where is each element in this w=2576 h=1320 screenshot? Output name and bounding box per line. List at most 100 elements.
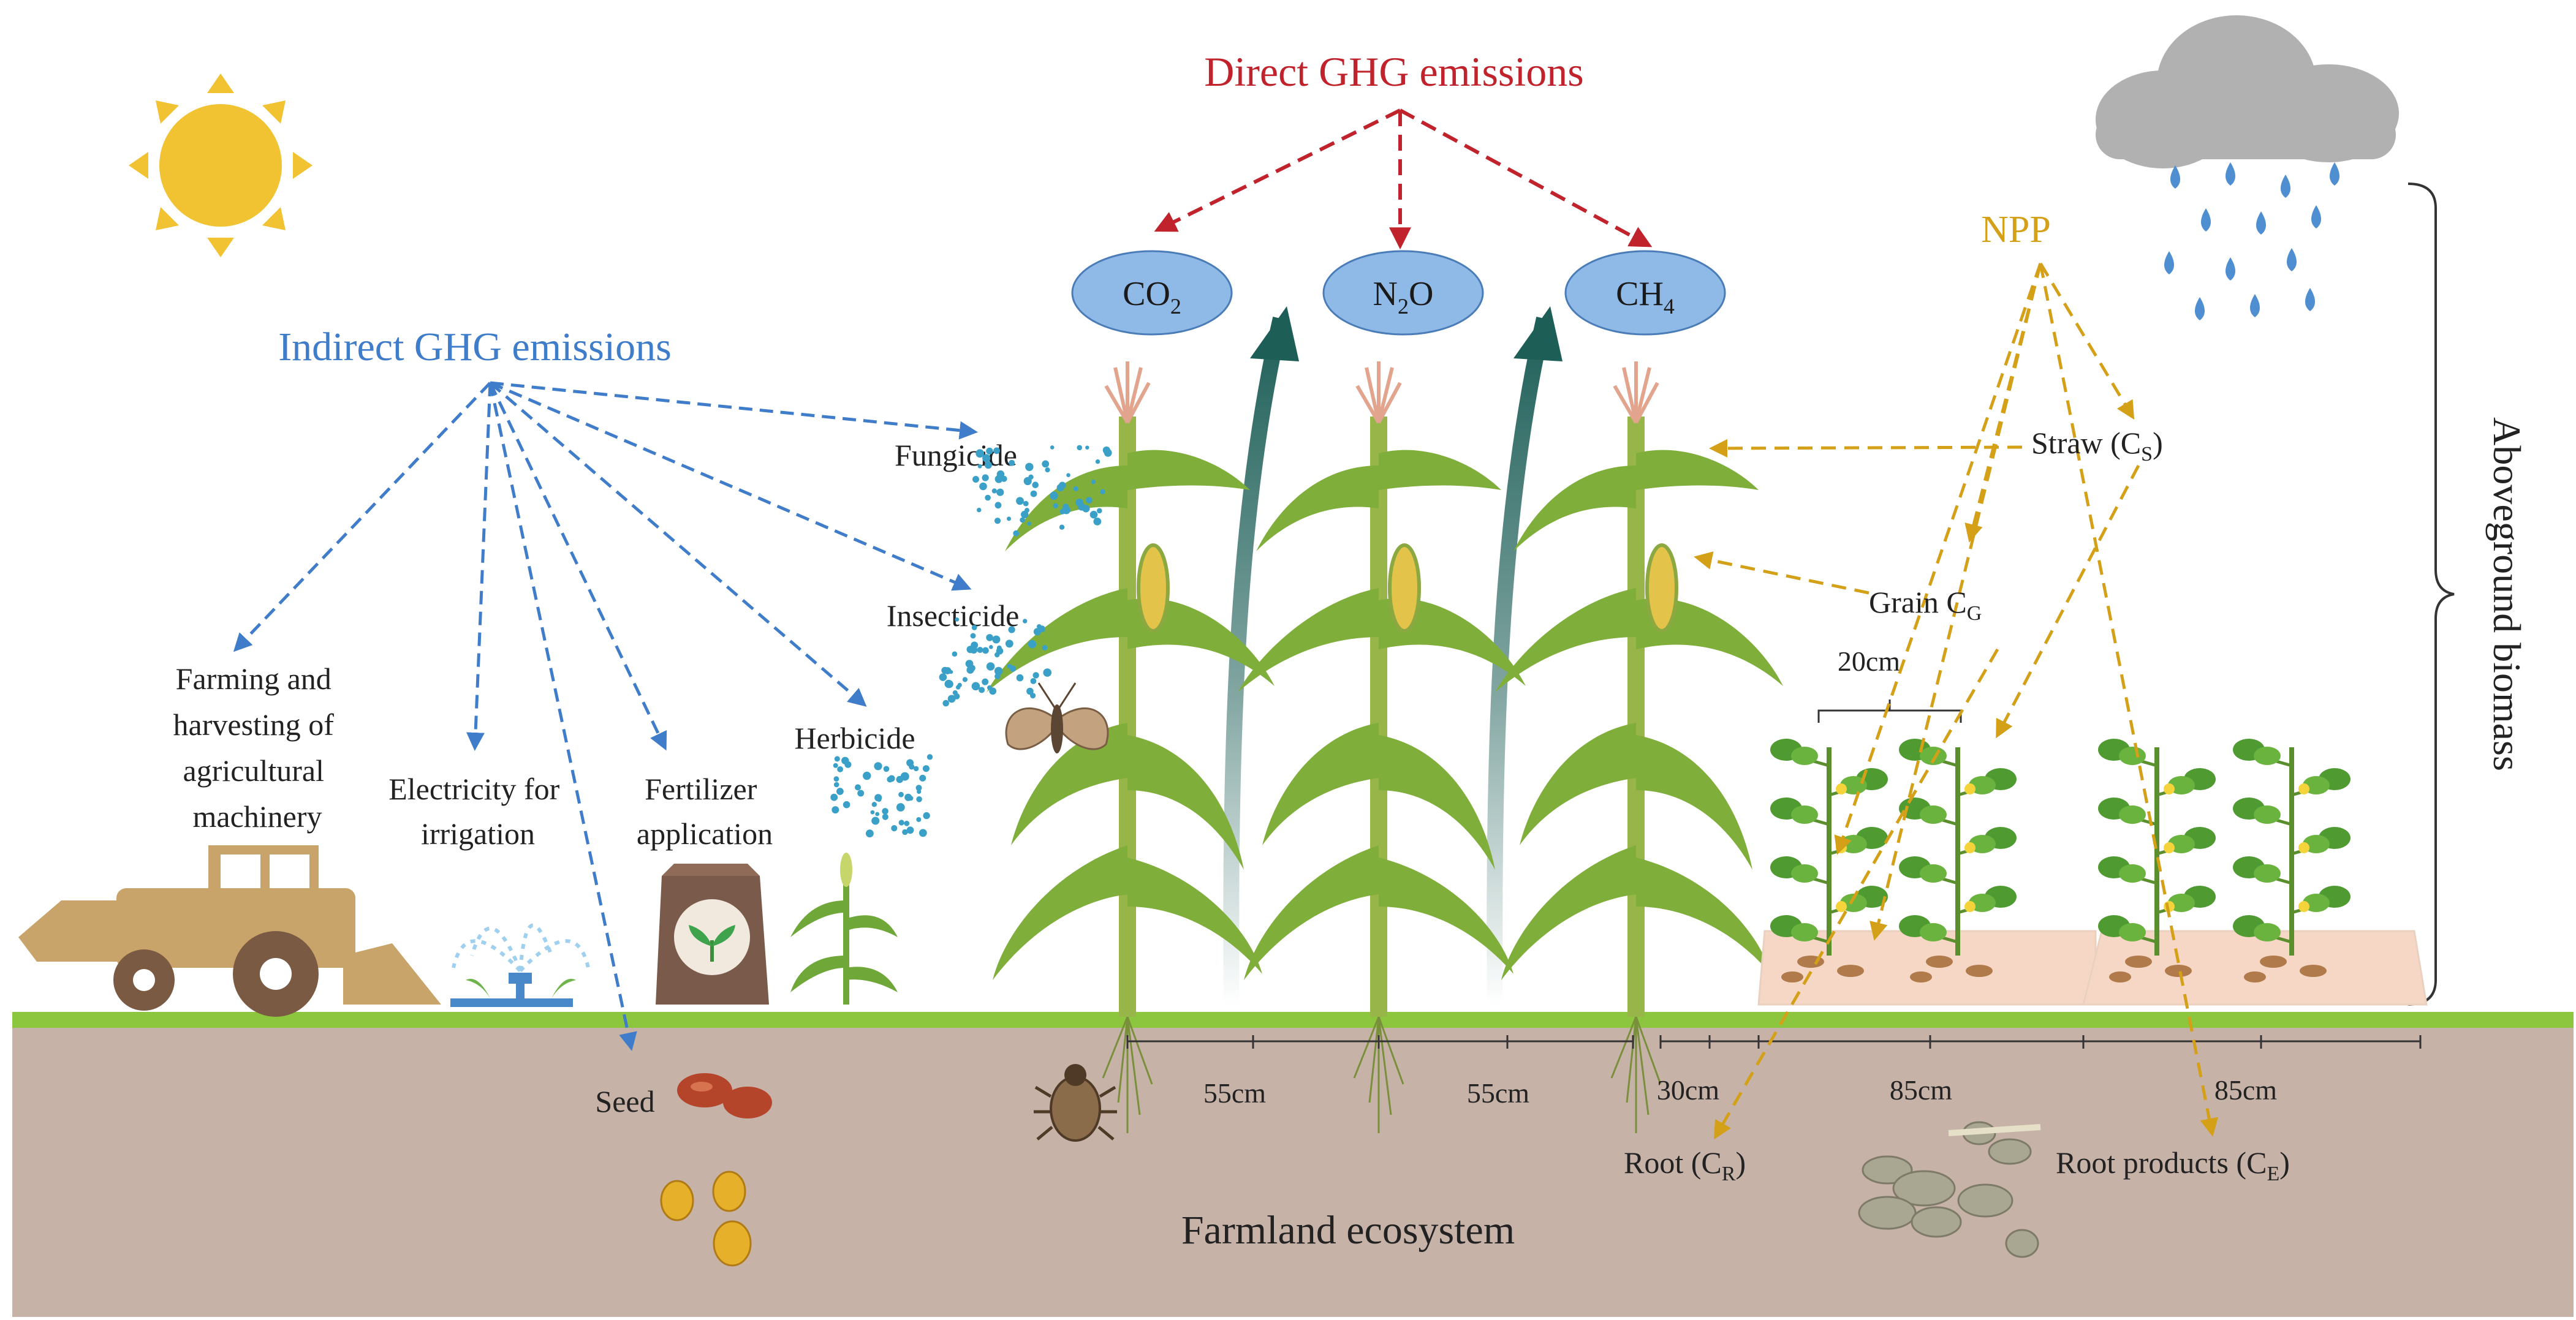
spray-dot <box>942 700 949 707</box>
spray-dot <box>993 447 1000 454</box>
spray-dot <box>841 756 849 765</box>
corn-seed-icon <box>660 1171 752 1267</box>
peanut-plant <box>2233 739 2351 982</box>
spray-dot <box>1095 459 1100 464</box>
spray-dot <box>870 810 875 815</box>
spray-dot <box>1032 672 1039 679</box>
maize-plant-2 <box>1238 361 1526 1133</box>
gas-ch4-bubble: CH4 <box>1564 250 1726 336</box>
indirect-ghg-title: Indirect GHG emissions <box>278 325 672 369</box>
spray-dot <box>898 791 904 798</box>
spray-dot <box>830 793 838 801</box>
spray-dot <box>1039 625 1045 633</box>
spray-dot <box>833 763 838 768</box>
spray-dot <box>979 687 985 693</box>
spray-dot <box>891 825 898 832</box>
peanut-gap-label: 20cm <box>1838 646 1900 677</box>
spray-dot <box>832 806 839 814</box>
spray-dot <box>955 617 960 622</box>
spray-dot <box>1058 481 1066 489</box>
row-spacing-dimensions <box>1126 700 2422 1049</box>
spray-dot <box>1030 693 1036 699</box>
spray-dot <box>1007 663 1012 669</box>
root-label: Root (CR) <box>1624 1145 1746 1185</box>
spray-dot <box>1077 445 1082 451</box>
spray-dot <box>947 695 956 703</box>
spray-dot <box>994 666 1003 676</box>
root-products-icon <box>1858 1121 2041 1258</box>
spray-dot <box>1089 510 1098 519</box>
biomass-bracket <box>2407 183 2455 1006</box>
spray-dot <box>996 645 1002 651</box>
spray-dot <box>1009 459 1015 466</box>
npp-arrows <box>1694 262 2219 1140</box>
spray-dot <box>970 633 976 639</box>
spacing-label-5: 85cm <box>2214 1074 2277 1106</box>
beetle-icon <box>1034 1064 1117 1142</box>
spray-dot <box>1086 497 1093 503</box>
spray-dot <box>1042 460 1050 468</box>
tractor-icon <box>18 845 441 1017</box>
spray-dot <box>1007 516 1011 521</box>
fertilizer-bag-icon <box>656 864 769 1005</box>
spray-dot <box>857 790 865 797</box>
spray-dot <box>986 662 995 671</box>
spray-dot <box>917 789 922 794</box>
spray-dot <box>1059 524 1065 530</box>
spray-dot <box>915 785 922 791</box>
spray-dot <box>1023 477 1032 486</box>
spray-dot <box>1016 497 1024 505</box>
spray-dot <box>1063 503 1069 510</box>
spray-dot <box>919 774 926 782</box>
spray-dot <box>984 461 992 469</box>
spray-dot <box>1008 626 1015 633</box>
spray-dot <box>1050 491 1058 500</box>
peanut-seed-icon <box>677 1073 772 1118</box>
fungicide-label: Fungicide <box>895 438 1017 472</box>
spray-dot <box>871 802 877 807</box>
spray-dot <box>1042 645 1048 651</box>
spray-dot <box>944 679 953 688</box>
root-products-label: Root products (CE) <box>2056 1145 2290 1185</box>
spray-dot <box>989 645 993 649</box>
gas-n2o-bubble: N2O <box>1322 250 1484 336</box>
gas-co2-bubble: CO2 <box>1071 250 1233 336</box>
rising-emission-arrow-2 <box>1487 317 1552 1005</box>
peanut-bed-1 <box>1757 930 2097 1006</box>
spray-dot <box>902 829 908 835</box>
spray-dot <box>833 782 839 788</box>
spray-dot <box>855 784 861 791</box>
spacing-label-3: 30cm <box>1657 1074 1719 1106</box>
spray-dot <box>1020 517 1025 523</box>
spray-dot <box>979 482 987 491</box>
spray-dot <box>843 801 850 809</box>
spray-dot <box>836 788 844 795</box>
electricity-label: Electricity for irrigation <box>388 772 567 851</box>
spray-dot <box>926 754 933 760</box>
spray-dot <box>875 812 880 817</box>
peanut-bed-2 <box>2082 930 2428 1006</box>
spray-dot <box>972 476 979 483</box>
spray-dot <box>900 772 909 781</box>
spray-dot <box>896 803 905 812</box>
spray-dot <box>1050 445 1055 450</box>
spray-dot <box>1028 639 1037 649</box>
farmland-ecosystem-label: Farmland ecosystem <box>1181 1208 1515 1253</box>
spray-dot <box>1091 479 1096 485</box>
insecticide-label: Insecticide <box>887 598 1020 633</box>
spray-dot <box>994 652 1000 658</box>
spray-dot <box>1076 500 1080 505</box>
spray-dot <box>966 646 974 654</box>
spray-dot <box>837 766 843 772</box>
spray-dot <box>992 635 1001 644</box>
aboveground-biomass-label: Aboveground biomass <box>2485 417 2529 771</box>
spacing-label-2: 55cm <box>1467 1077 1529 1109</box>
spray-dot <box>888 775 895 782</box>
spray-dot <box>1085 445 1089 450</box>
rising-emission-arrowhead-1 <box>1250 306 1299 361</box>
spray-dot <box>971 625 977 630</box>
spray-dot <box>904 793 912 801</box>
spray-dot <box>982 474 989 481</box>
